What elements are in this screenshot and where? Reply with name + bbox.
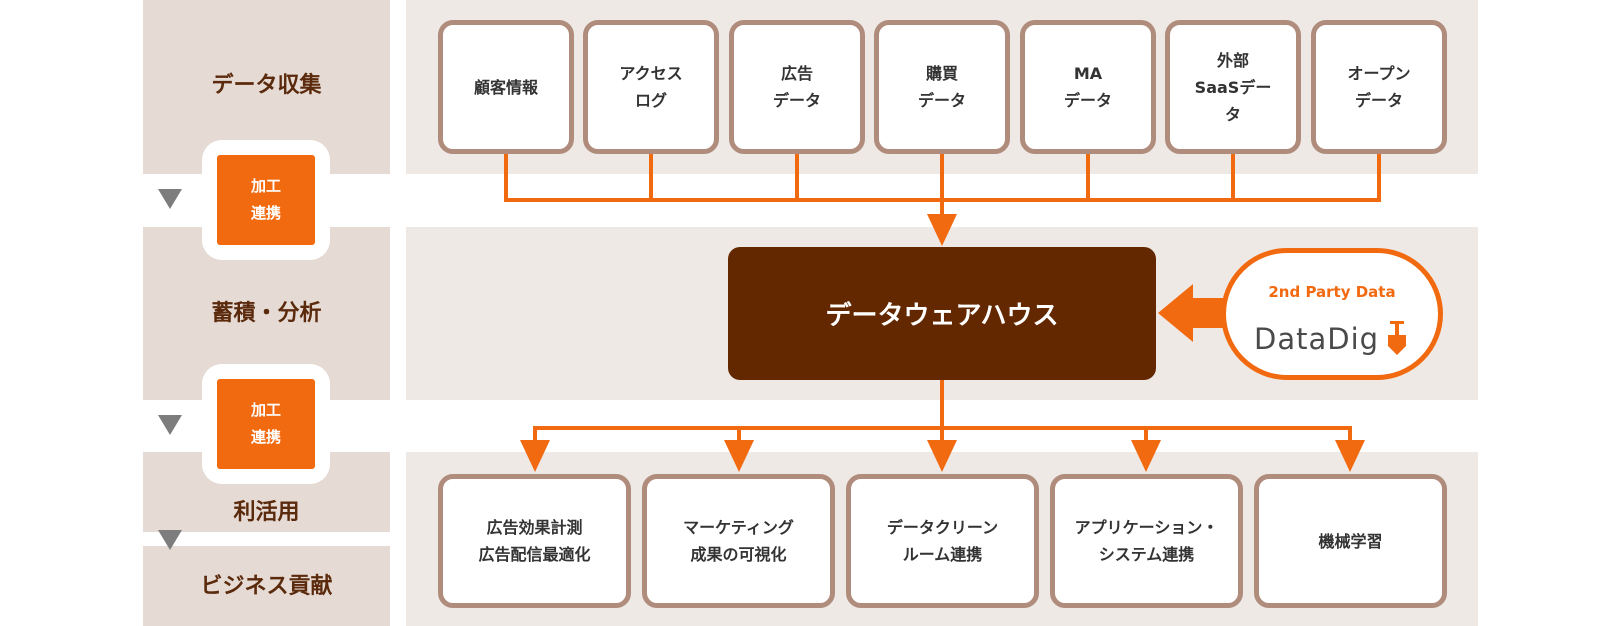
source-box-ad-data: 広告 データ: [729, 20, 865, 154]
second-party-data-badge: 2nd Party Data DataDig: [1221, 248, 1443, 380]
shovel-icon: [1388, 321, 1406, 355]
process-label: 加工 連携: [217, 155, 315, 245]
second-party-data-title: 2nd Party Data: [1268, 283, 1396, 301]
output-label: マーケティング 成果の可視化: [683, 518, 794, 564]
flow-down-arrow-icon: [158, 189, 182, 209]
process-label-line: 連携: [250, 428, 281, 446]
flow-down-arrow-icon: [158, 415, 182, 435]
stage-label-collect: データ収集: [211, 73, 322, 98]
output-label: アプリケーション・ システム連携: [1074, 518, 1219, 564]
stage-band-contribute: [143, 546, 390, 626]
source-box-customer-info: 顧客情報: [438, 20, 574, 154]
output-box-marketing-visualization: マーケティング 成果の可視化: [642, 474, 835, 608]
output-box-ad-measurement: 広告効果計測 広告配信最適化: [438, 474, 631, 608]
source-box-ma-data: MA データ: [1020, 20, 1156, 154]
process-box-top: 加工 連携: [202, 140, 330, 260]
source-box-access-log: アクセス ログ: [583, 20, 719, 154]
source-box-external-saas-data: 外部 SaaSデー タ: [1165, 20, 1301, 154]
output-box-machine-learning: 機械学習: [1254, 474, 1447, 608]
source-box-open-data: オープン データ: [1311, 20, 1447, 154]
output-box-data-clean-room: データクリーン ルーム連携: [846, 474, 1039, 608]
stage-label-store: 蓄積・分析: [211, 301, 322, 326]
process-label: 加工 連携: [217, 379, 315, 469]
source-label: オープン データ: [1347, 64, 1411, 110]
source-label: 広告 データ: [772, 64, 821, 110]
source-label: MA データ: [1063, 64, 1112, 110]
source-label: 外部 SaaSデー タ: [1194, 50, 1272, 124]
process-box-bottom: 加工 連携: [202, 364, 330, 484]
source-label: 購買 データ: [917, 64, 966, 110]
output-label: データクリーン ルーム連携: [886, 518, 999, 564]
source-box-purchase-data: 購買 データ: [874, 20, 1010, 154]
stage-label-use: 利活用: [233, 500, 300, 525]
process-label-line: 加工: [250, 177, 281, 195]
output-box-application-system: アプリケーション・ システム連携: [1050, 474, 1243, 608]
datadig-logo: DataDig: [1254, 321, 1406, 356]
source-label: アクセス ログ: [619, 64, 683, 110]
flow-down-arrow-icon: [158, 530, 182, 550]
datadig-logo-text: DataDig: [1254, 322, 1379, 356]
data-warehouse: データウェアハウス: [728, 247, 1156, 380]
source-label: 顧客情報: [473, 77, 538, 97]
process-label-line: 加工: [250, 401, 281, 419]
output-label: 広告効果計測 広告配信最適化: [478, 518, 591, 564]
process-label-line: 連携: [250, 204, 281, 222]
stage-label-contribute: ビジネス貢献: [200, 574, 333, 599]
output-label: 機械学習: [1318, 531, 1383, 551]
